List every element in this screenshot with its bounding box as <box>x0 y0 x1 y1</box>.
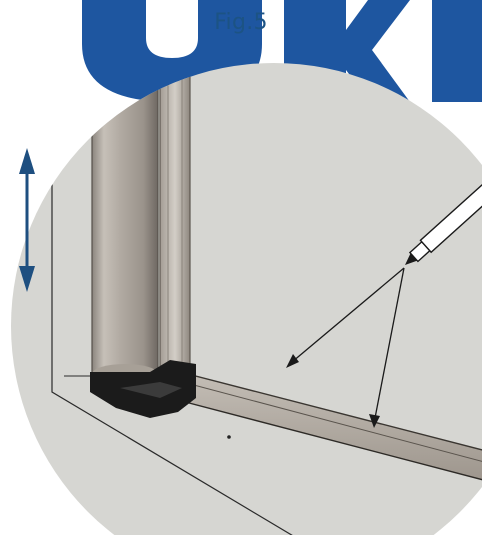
marker-pen-icon <box>405 179 482 265</box>
pointer-lines <box>286 267 405 428</box>
glass-rail <box>160 63 190 380</box>
track-screw-hole <box>227 435 231 439</box>
door-post <box>92 63 158 380</box>
double-arrow-icon <box>19 148 35 292</box>
watermark-letter-m <box>432 0 482 102</box>
bottom-track <box>170 372 482 500</box>
wall-outline <box>51 172 301 535</box>
figure-title: Fig.5 <box>214 10 268 35</box>
